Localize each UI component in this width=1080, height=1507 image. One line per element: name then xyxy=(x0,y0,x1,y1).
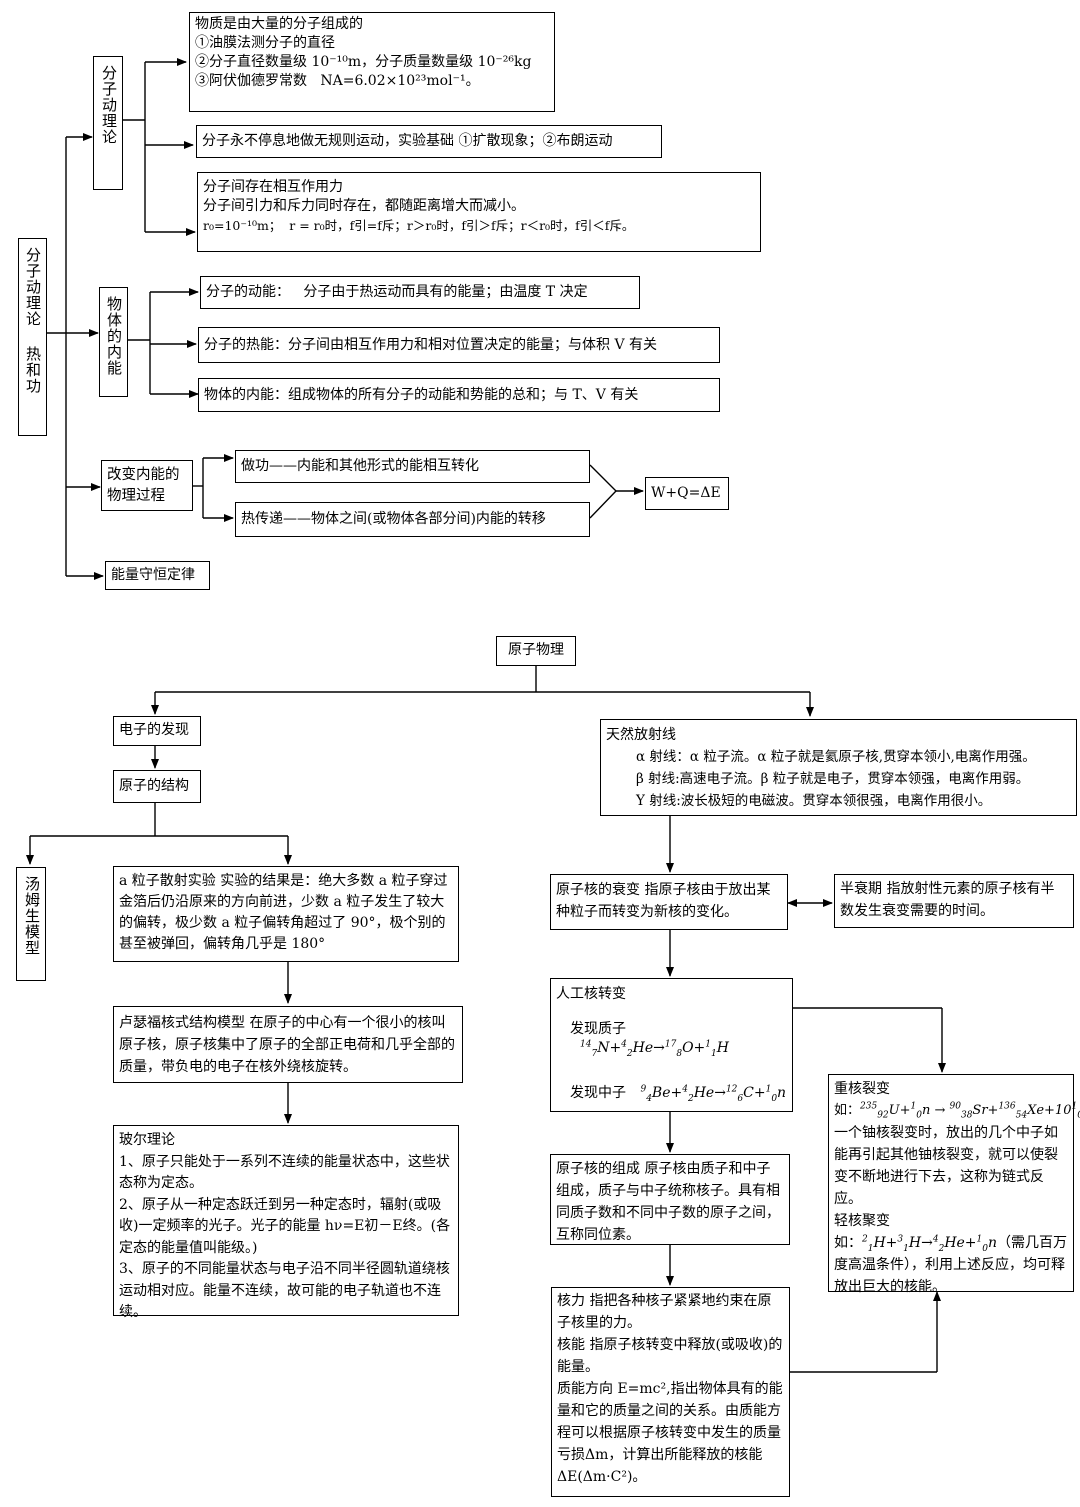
fusion-text: （需几百万度高温条件），利用上述反应，均可释放出巨大的核能。 xyxy=(834,1235,1068,1295)
energy-change-process-label: 改变内能的物理过程 xyxy=(107,467,180,504)
heat-transfer-text: 热传递——物体之间(或物体各部分间)内能的转移 xyxy=(241,511,546,527)
box-fission-fusion: 重核裂变 如：23592U+10n → 9038Sr+13654Xe+1010n… xyxy=(828,1074,1080,1295)
root-node-molecular-thermal: 分子动理论 热和功 xyxy=(18,238,47,436)
fission-chain-text: 一个铀核裂变时，放出的几个中子如能再引起其他铀核裂变，就可以使裂变不断地进行下去… xyxy=(834,1125,1058,1207)
bohr-line-1: 玻尔理论 xyxy=(119,1132,175,1148)
artificial-title: 人工核转变 xyxy=(556,986,626,1002)
bohr-line-4: 3、原子的不同能量状态与电子沿不同半径圆轨道绕核运动相对应。能量不连续，故可能的… xyxy=(119,1261,450,1320)
force-line-2: 分子间引力和斥力同时存在，都随距离增大而减小。 xyxy=(203,198,525,214)
box-molecular-motion: 分子永不停息地做无规则运动，实验基础 ①扩散现象；②布朗运动 xyxy=(196,125,662,158)
neutron-reaction-equation: 94Be+42He→126C+10n xyxy=(640,1084,787,1104)
molecular-motion-text: 分子永不停息地做无规则运动，实验基础 ①扩散现象；②布朗运动 xyxy=(202,133,613,149)
neutron-discovery-label: 发现中子 xyxy=(570,1085,626,1101)
box-rutherford-model: 卢瑟福核式结构模型 在原子的中心有一个很小的核叫原子核，原子核集中了原子的全部正… xyxy=(113,1006,463,1083)
box-thermal-energy: 分子的热能：分子间由相互作用力和相对位置决定的能量；与体积 V 有关 xyxy=(198,327,720,363)
box-internal-energy: 物体的内能：组成物体的所有分子的动能和势能的总和；与 T、V 有关 xyxy=(198,378,720,412)
nuclear-energy-text: 核能 指原子核转变中释放(或吸收)的能量。 xyxy=(557,1337,783,1375)
box-work: 做功——内能和其他形式的能相互转化 xyxy=(235,450,590,483)
proton-discovery-row: 发现质子 147N+42He→178O+11H xyxy=(556,1020,787,1058)
box-heat-transfer: 热传递——物体之间(或物体各部分间)内能的转移 xyxy=(235,502,590,537)
box-artificial-transmutation: 人工核转变 发现质子 147N+42He→178O+11H 发现中子 94Be+… xyxy=(550,978,793,1112)
nucleus-composition-text: 原子核的组成 原子核由质子和中子组成，质子与中子统称核子。具有相同质子数和不同中… xyxy=(556,1161,780,1243)
force-line-3: r₀=10⁻¹⁰m； r = r₀时，f引=f斥；r＞r₀时，f引＞f斥；r＜r… xyxy=(203,218,635,233)
box-molecule-composition: 物质是由大量的分子组成的 ①油膜法测分子的直径 ②分子直径数量级 10⁻¹⁰m，… xyxy=(189,12,555,112)
radiation-alpha: α 射线：α 粒子流。α 粒子就是氦原子核,贯穿本领小,电离作用强。 xyxy=(636,749,1036,765)
box-nuclear-force-energy: 核力 指把各种核子紧紧地约束在原子核里的力。 核能 指原子核转变中释放(或吸收)… xyxy=(551,1287,790,1497)
node-energy-change-process: 改变内能的物理过程 xyxy=(101,460,193,511)
box-natural-radiation: 天然放射线 α 射线：α 粒子流。α 粒子就是氦原子核,贯穿本领小,电离作用强。… xyxy=(600,719,1077,816)
nuclear-decay-text: 原子核的衰变 指原子核由于放出某种粒子而转变为新核的变化。 xyxy=(556,882,771,920)
radiation-title: 天然放射线 xyxy=(606,727,676,743)
nuclear-force-text: 核力 指把各种核子紧紧地约束在原子核里的力。 xyxy=(557,1293,772,1331)
thomson-model-label: 汤姆生模型 xyxy=(23,876,41,956)
energy-conservation-label: 能量守恒定律 xyxy=(111,567,195,583)
force-line-1: 分子间存在相互作用力 xyxy=(203,179,343,195)
first-law-formula-text: W+Q=ΔE xyxy=(651,485,721,501)
half-life-text: 半衰期 指放射性元素的原子核有半数发生衰变需要的时间。 xyxy=(840,881,1055,919)
node-molecular-theory-label: 分子动理论 xyxy=(100,65,118,145)
box-kinetic-energy: 分子的动能： 分子由于热运动而具有的能量；由温度 T 决定 xyxy=(200,276,640,309)
node-inner-energy-label: 物体的内能 xyxy=(105,296,123,376)
box-first-law-formula: W+Q=ΔE xyxy=(645,477,729,510)
node-electron-discovery: 电子的发现 xyxy=(113,716,201,746)
fusion-row: 如：21H+31H→42He+10n（需几百万度高温条件），利用上述反应，均可释… xyxy=(834,1232,1068,1298)
mass-energy-text: 质能方向 E=mc²,指出物体具有的能量和它的质量之间的关系。由质能方程可以根据… xyxy=(557,1381,783,1485)
node-energy-conservation: 能量守恒定律 xyxy=(105,561,210,590)
node-atom-structure: 原子的结构 xyxy=(113,770,201,803)
atomic-physics-label: 原子物理 xyxy=(508,642,564,658)
kinetic-energy-text: 分子的动能： 分子由于热运动而具有的能量；由温度 T 决定 xyxy=(206,284,588,300)
composition-line-4: ③阿伏伽德罗常数 NA=6.02×10²³mol⁻¹。 xyxy=(195,73,480,89)
node-inner-energy: 物体的内能 xyxy=(99,287,128,397)
fission-reaction-equation: 23592U+10n → 9038Sr+13654Xe+1010n xyxy=(860,1101,1080,1121)
root-node-label: 分子动理论 热和功 xyxy=(24,247,42,394)
box-nucleus-composition: 原子核的组成 原子核由质子和中子组成，质子与中子统称核子。具有相同质子数和不同中… xyxy=(550,1154,790,1245)
box-bohr-theory: 玻尔理论 1、原子只能处于一系列不连续的能量状态中，这些状态称为定态。 2、原子… xyxy=(113,1125,459,1320)
composition-line-1: 物质是由大量的分子组成的 xyxy=(195,16,363,32)
fusion-title: 轻核聚变 xyxy=(834,1213,890,1229)
box-alpha-scattering: a 粒子散射实验 实验的结果是：绝大多数 a 粒子穿过金箔后仍沿原来的方向前进，… xyxy=(113,866,459,962)
electron-discovery-label: 电子的发现 xyxy=(119,722,189,738)
fission-title: 重核裂变 xyxy=(834,1081,890,1097)
fusion-reaction-equation: 21H+31H→42He+10n xyxy=(862,1234,998,1254)
node-atomic-physics: 原子物理 xyxy=(496,636,576,666)
box-half-life: 半衰期 指放射性元素的原子核有半数发生衰变需要的时间。 xyxy=(834,874,1074,928)
node-thomson-model: 汤姆生模型 xyxy=(16,867,46,981)
composition-line-3: ②分子直径数量级 10⁻¹⁰m，分子质量数量级 10⁻²⁶kg xyxy=(195,54,532,70)
proton-discovery-label: 发现质子 xyxy=(570,1021,626,1037)
composition-line-2: ①油膜法测分子的直径 xyxy=(195,35,335,51)
neutron-discovery-row: 发现中子 94Be+42He→126C+10n xyxy=(556,1084,787,1103)
bohr-line-3: 2、原子从一种定态跃迁到另一种定态时，辐射(或吸收)一定频率的光子。光子的能量 … xyxy=(119,1196,451,1256)
fusion-example-prefix: 如： xyxy=(834,1235,862,1251)
thermal-energy-text: 分子的热能：分子间由相互作用力和相对位置决定的能量；与体积 V 有关 xyxy=(204,337,658,353)
internal-energy-text: 物体的内能：组成物体的所有分子的动能和势能的总和；与 T、V 有关 xyxy=(204,387,639,403)
node-molecular-theory: 分子动理论 xyxy=(93,56,123,190)
radiation-gamma: Υ 射线:波长极短的电磁波。贯穿本领很强，电离作用很小。 xyxy=(636,793,992,809)
fission-example-prefix: 如： xyxy=(834,1103,861,1118)
radiation-beta: β 射线:高速电子流。β 粒子就是电子，贯穿本领强，电离作用弱。 xyxy=(636,771,1030,787)
box-molecular-force: 分子间存在相互作用力 分子间引力和斥力同时存在，都随距离增大而减小。 r₀=10… xyxy=(197,172,761,252)
box-nuclear-decay: 原子核的衰变 指原子核由于放出某种粒子而转变为新核的变化。 xyxy=(550,874,788,930)
rutherford-model-text: 卢瑟福核式结构模型 在原子的中心有一个很小的核叫原子核，原子核集中了原子的全部正… xyxy=(119,1015,455,1075)
alpha-scattering-text: a 粒子散射实验 实验的结果是：绝大多数 a 粒子穿过金箔后仍沿原来的方向前进，… xyxy=(119,873,448,952)
proton-reaction-equation: 147N+42He→178O+11H xyxy=(580,1039,729,1059)
fission-equation-row: 如：23592U+10n → 9038Sr+13654Xe+1010n xyxy=(834,1100,1080,1122)
bohr-line-2: 1、原子只能处于一系列不连续的能量状态中，这些状态称为定态。 xyxy=(119,1153,450,1192)
atom-structure-label: 原子的结构 xyxy=(119,778,189,794)
work-text: 做功——内能和其他形式的能相互转化 xyxy=(241,458,479,474)
